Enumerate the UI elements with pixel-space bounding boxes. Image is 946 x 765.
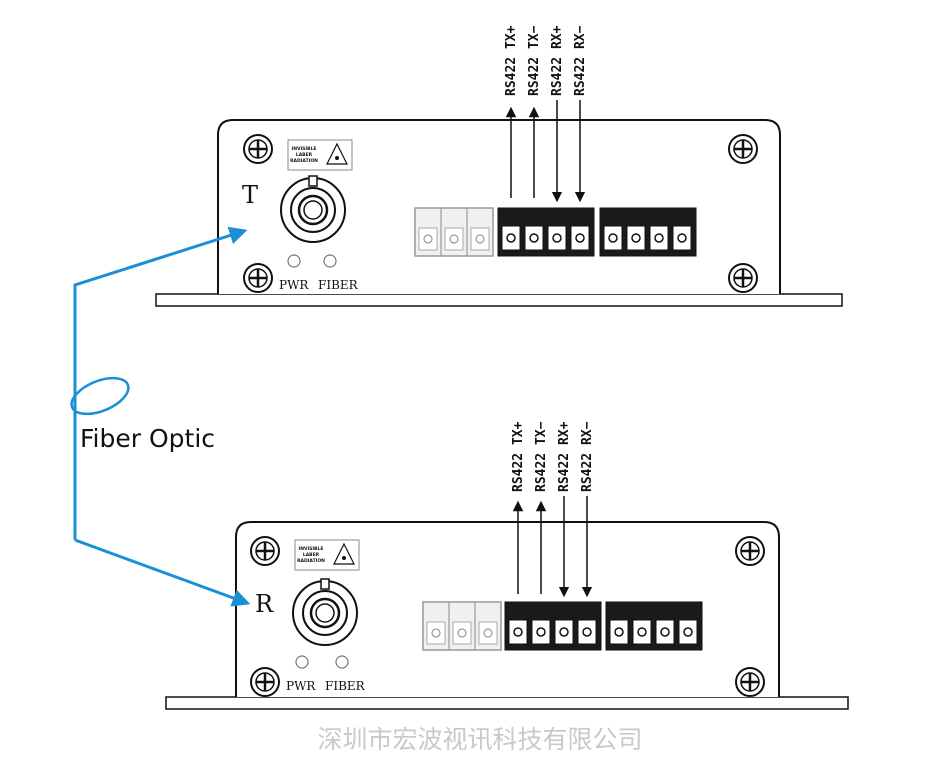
mounting-flange xyxy=(165,696,849,710)
fiber-connector[interactable] xyxy=(292,578,358,646)
fiber-led-label: FIBER xyxy=(318,278,359,292)
signal-label-rx-plus: RS422 RX+ xyxy=(550,25,565,96)
fiber-connector[interactable] xyxy=(280,175,346,243)
pwr-led xyxy=(295,655,309,669)
fiber-optic-cable xyxy=(70,226,251,607)
signal-label-rx-minus: RS422 RX− xyxy=(573,25,588,96)
terminal-block-aux[interactable] xyxy=(605,601,703,651)
pwr-label: PWR xyxy=(279,278,309,292)
warning-line-2: LABER xyxy=(296,152,313,158)
screw-icon xyxy=(728,263,758,293)
terminal-block-aux[interactable] xyxy=(599,207,697,257)
laser-hazard-icon xyxy=(326,142,348,165)
signal-label-tx-plus: RS422 TX+ xyxy=(504,25,519,96)
warning-line-1: INVISIBLE xyxy=(299,546,324,552)
signal-label-rx-minus: RS422 RX− xyxy=(580,421,595,492)
warning-line-2: LABER xyxy=(303,552,320,558)
screw-icon xyxy=(243,263,273,293)
fiber-optic-label: Fiber Optic xyxy=(80,424,215,453)
pwr-label: PWR xyxy=(286,679,316,693)
terminal-block-light xyxy=(422,601,502,651)
screw-icon xyxy=(728,134,758,164)
mounting-flange xyxy=(155,293,843,307)
screw-icon xyxy=(243,134,273,164)
fiber-line-to-receiver xyxy=(74,538,251,607)
fiber-led xyxy=(323,254,337,268)
warning-line-3: RADIATION xyxy=(297,558,325,564)
fiber-led xyxy=(335,655,349,669)
screw-icon xyxy=(250,536,280,566)
company-watermark: 深圳市宏波视讯科技有限公司 xyxy=(317,725,642,754)
screw-icon xyxy=(735,536,765,566)
fiber-led-label: FIBER xyxy=(325,679,366,693)
warning-line-1: INVISIBLE xyxy=(292,146,317,152)
receiver-unit: INVISIBLE LABER RADIATION R PWR FIBER xyxy=(165,421,849,710)
fiber-line-to-transmitter xyxy=(73,226,248,540)
fiber-bundle-ellipse xyxy=(70,376,130,416)
screw-icon xyxy=(250,667,280,697)
pwr-led xyxy=(287,254,301,268)
transmitter-unit: INVISIBLE LABER RADIATION T PWR FIBER xyxy=(155,25,843,307)
mode-letter: R xyxy=(255,590,274,618)
laser-warning-label: INVISIBLE LABER RADIATION xyxy=(294,539,360,571)
signal-label-tx-plus: RS422 TX+ xyxy=(511,421,526,492)
signal-label-tx-minus: RS422 TX− xyxy=(527,25,542,96)
laser-hazard-icon xyxy=(333,542,355,565)
terminal-block-rs422[interactable] xyxy=(504,601,602,651)
signal-label-rx-plus: RS422 RX+ xyxy=(557,421,572,492)
warning-line-3: RADIATION xyxy=(290,158,318,164)
mode-letter: T xyxy=(242,181,258,209)
screw-icon xyxy=(735,667,765,697)
terminal-block-rs422[interactable] xyxy=(497,207,595,257)
laser-warning-label: INVISIBLE LABER RADIATION xyxy=(287,139,353,171)
terminal-block-light xyxy=(414,207,494,257)
signal-label-tx-minus: RS422 TX− xyxy=(534,421,549,492)
